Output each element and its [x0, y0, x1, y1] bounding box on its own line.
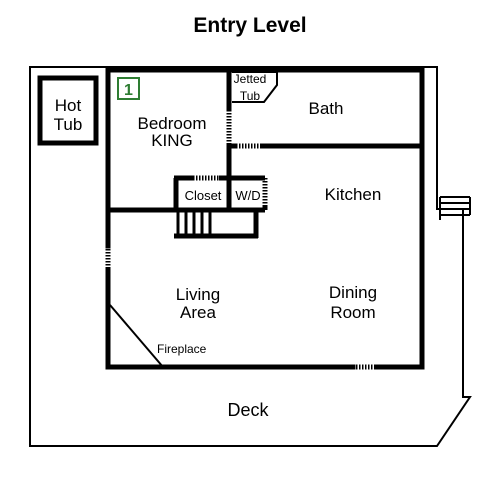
closet-label: Closet — [185, 188, 222, 203]
interior-walls — [108, 70, 422, 213]
living-area-label-line1: Living — [176, 285, 220, 304]
bath-label: Bath — [309, 99, 344, 118]
dining-room-label-line2: Room — [330, 303, 375, 322]
jetted-tub — [232, 71, 278, 103]
hot-tub-label-line1: Hot — [55, 96, 82, 115]
hot-tub-label-line2: Tub — [54, 115, 83, 134]
deck-label: Deck — [227, 400, 269, 420]
dining-room-label-line1: Dining — [329, 283, 377, 302]
deck-outline — [29, 66, 472, 447]
door-openings — [105, 110, 378, 370]
hot-tub — [37, 75, 99, 146]
living-area-label-line2: Area — [180, 303, 216, 322]
bedroom-number-badge — [117, 77, 140, 100]
plan-title: Entry Level — [193, 14, 306, 37]
washer-dryer-label: W/D — [235, 188, 260, 203]
interior-stairs — [174, 210, 259, 239]
bedroom-number: 1 — [124, 82, 133, 99]
bedroom-label-line2: KING — [151, 131, 193, 150]
fireplace-label: Fireplace — [157, 342, 207, 356]
jetted-tub-label-line2: Tub — [240, 89, 261, 103]
bedroom-label-line1: Bedroom — [138, 114, 207, 133]
deck-stairs — [439, 196, 471, 220]
exterior-walls — [105, 67, 425, 370]
kitchen-label: Kitchen — [325, 185, 382, 204]
fireplace — [109, 304, 164, 368]
jetted-tub-label-line1: Jetted — [234, 72, 267, 86]
